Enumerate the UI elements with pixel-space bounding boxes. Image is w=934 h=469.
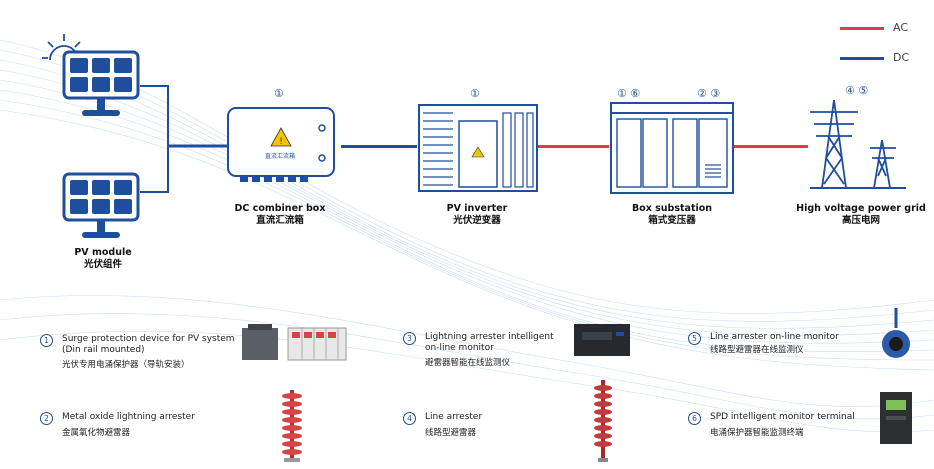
ac-legend-line: [840, 27, 884, 30]
combiner-label-en: DC combiner box: [234, 203, 326, 214]
spd-monitor-terminal-image: [880, 392, 912, 444]
box-substation-icon: [610, 102, 734, 194]
grid-caption: High voltage power grid 高压电网: [796, 203, 926, 227]
product-subname-3: on-line monitor: [425, 343, 494, 353]
grid-label-cn: 高压电网: [841, 215, 880, 226]
product-cn-5: 线路型避雷器在线监测仪: [710, 345, 804, 355]
metal-oxide-arrester-image: [282, 390, 302, 462]
product-num-5: 5: [688, 332, 701, 345]
product-item-6: 6 SPD intelligent monitor terminal 电涌保护器…: [688, 412, 868, 452]
product-item-1: 1 Surge protection device for PV system …: [40, 334, 240, 374]
din-spd-product-image: [242, 324, 347, 361]
line-arrester-monitor-image: [882, 308, 910, 358]
pv-bracket-connector: [140, 85, 230, 193]
ac-wire-inverter-substation: [537, 145, 609, 148]
product-item-2: 2 Metal oxide lightning arrester 金属氧化物避雷…: [40, 412, 240, 452]
product-name-5: Line arrester on-line monitor: [710, 332, 839, 342]
product-num-6: 6: [688, 412, 701, 425]
dc-combiner-box-icon: !: [227, 107, 335, 182]
product-name-3: Lightning arrester intelligent: [425, 332, 554, 342]
substation-number-right: ② ③: [697, 87, 721, 100]
combiner-label-cn: 直流汇流箱: [256, 215, 304, 226]
svg-text:!: !: [279, 137, 283, 147]
product-cn-4: 线路型避雷器: [425, 428, 477, 438]
substation-number-left: ① ⑥: [617, 87, 641, 100]
solar-panel-bottom-icon: [62, 172, 140, 238]
inverter-caption: PV inverter 光伏逆变器: [418, 203, 536, 227]
grid-label-en: High voltage power grid: [796, 203, 926, 214]
product-num-1: 1: [40, 334, 53, 347]
transmission-tower-icon: [810, 99, 906, 189]
product-cn-6: 电涌保护器智能监测终端: [710, 428, 804, 438]
product-item-4: 4 Line arrester 线路型避雷器: [403, 412, 573, 452]
substation-label-en: Box substation: [631, 203, 713, 214]
product-cn-2: 金属氧化物避雷器: [62, 428, 131, 438]
substation-caption: Box substation 箱式变压器: [610, 203, 734, 227]
product-name-4: Line arrester: [425, 412, 483, 422]
product-num-2: 2: [40, 412, 53, 425]
combiner-box-text: 直流汇流箱: [264, 153, 295, 160]
dc-wire-combiner-inverter: [341, 145, 417, 148]
combiner-number: ①: [274, 87, 284, 100]
ac-wire-substation-grid: [734, 145, 808, 148]
product-num-3: 3: [403, 332, 416, 345]
arrester-monitor-image: [574, 324, 630, 356]
dc-legend-label: DC: [893, 51, 910, 64]
inverter-label-en: PV inverter: [446, 203, 508, 214]
pv-module-caption: PV module 光伏组件: [58, 247, 148, 271]
pv-module-label-en: PV module: [74, 247, 132, 258]
product-name-1: Surge protection device for PV system: [62, 334, 235, 344]
solar-panel-top-icon: [62, 50, 140, 116]
product-name-2: Metal oxide lightning arrester: [62, 412, 195, 422]
pv-inverter-icon: [418, 104, 538, 192]
substation-label-cn: 箱式变压器: [648, 215, 696, 226]
product-cn-3: 避雷器智能在线监测仪: [425, 358, 511, 368]
product-item-5: 5 Line arrester on-line monitor 线路型避雷器在线…: [688, 332, 868, 372]
inverter-number: ①: [470, 87, 480, 100]
product-num-4: 4: [403, 412, 416, 425]
product-subname-1: (Din rail mounted): [62, 345, 145, 355]
product-cn-1: 光伏专用电涌保护器（导轨安装）: [62, 360, 190, 370]
line-arrester-image: [594, 380, 612, 462]
ac-legend-label: AC: [893, 21, 909, 34]
inverter-label-cn: 光伏逆变器: [453, 215, 501, 226]
combiner-caption: DC combiner box 直流汇流箱: [222, 203, 338, 227]
dc-legend-line: [840, 57, 884, 60]
product-item-3: 3 Lightning arrester intelligent on-line…: [403, 332, 573, 372]
grid-number: ④ ⑤: [845, 84, 869, 97]
product-name-6: SPD intelligent monitor terminal: [710, 412, 855, 422]
pv-module-label-cn: 光伏组件: [83, 259, 122, 270]
